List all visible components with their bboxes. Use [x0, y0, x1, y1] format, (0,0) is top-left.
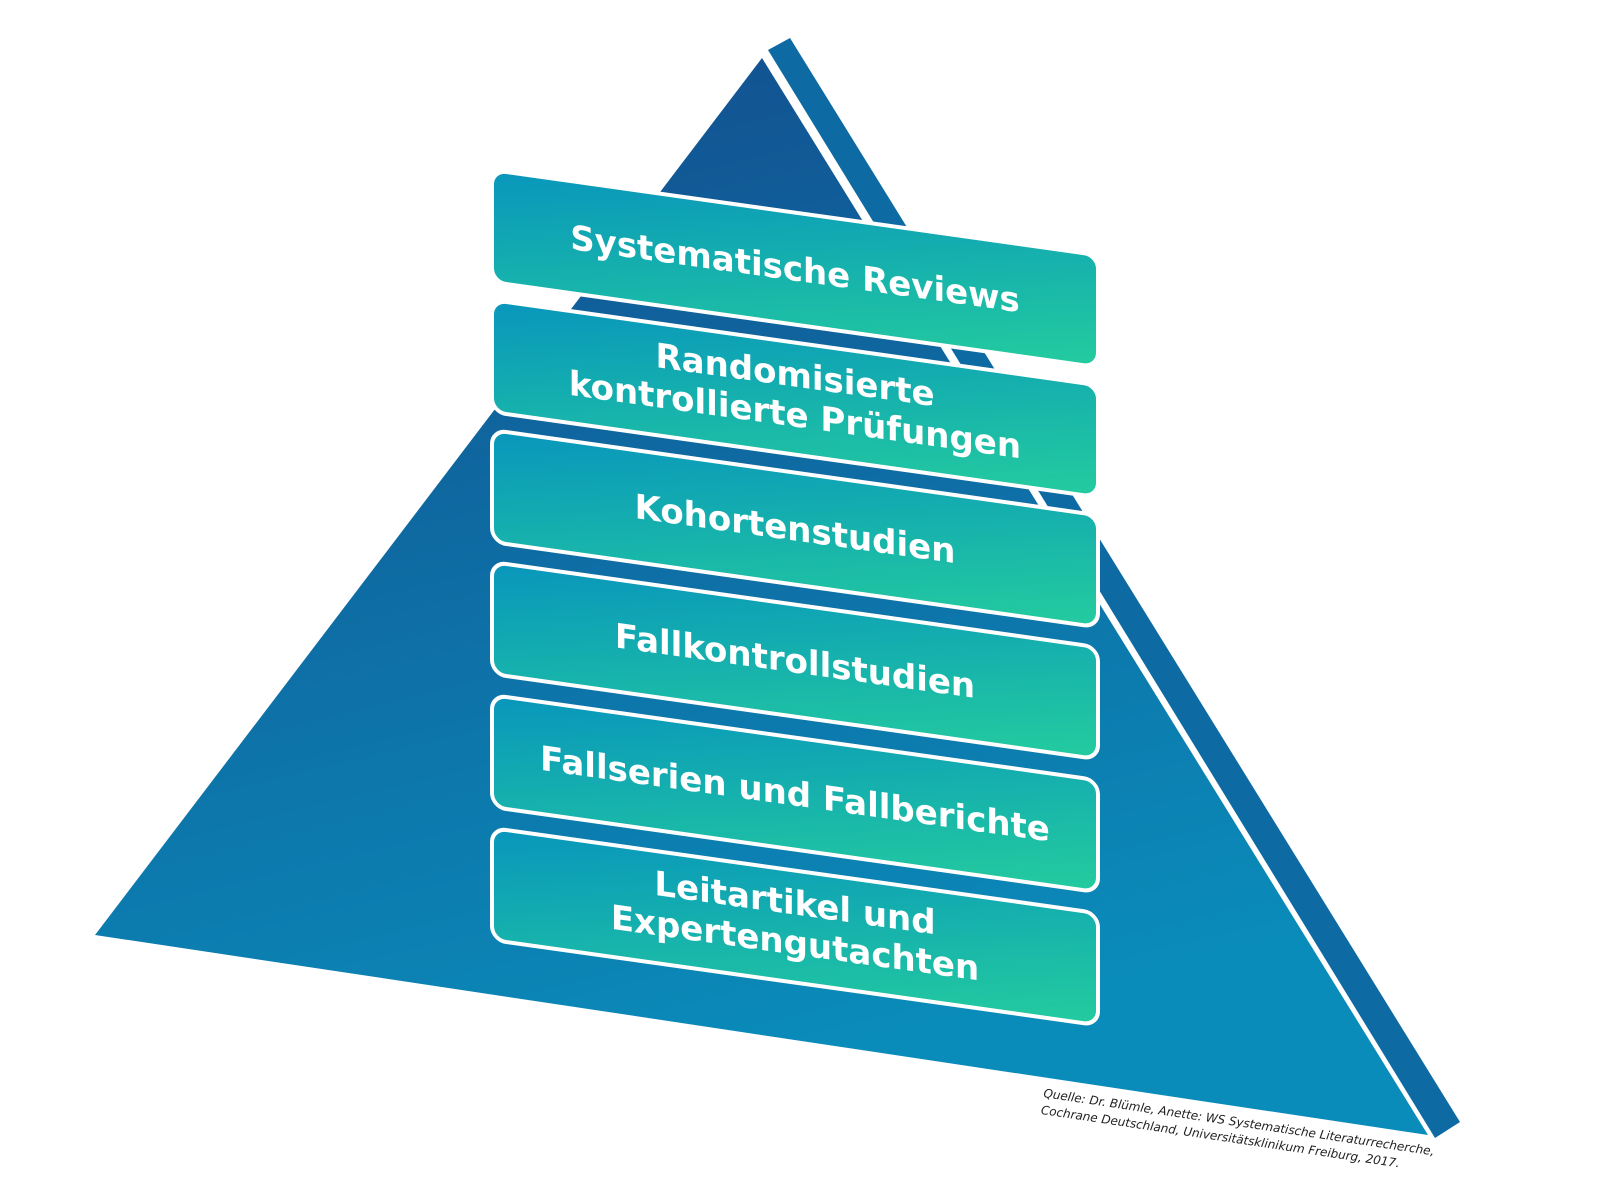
level-box — [490, 694, 1100, 893]
level-box — [490, 429, 1100, 628]
level-box — [490, 827, 1100, 1026]
level-box — [490, 299, 1100, 498]
pyramid-level-1: Systematische Reviews — [490, 169, 1100, 368]
pyramid-level-3: Kohortenstudien — [490, 429, 1100, 628]
pyramid-level-4: Fallkontrollstudien — [490, 561, 1100, 760]
level-box — [490, 169, 1100, 368]
level-box — [490, 561, 1100, 760]
